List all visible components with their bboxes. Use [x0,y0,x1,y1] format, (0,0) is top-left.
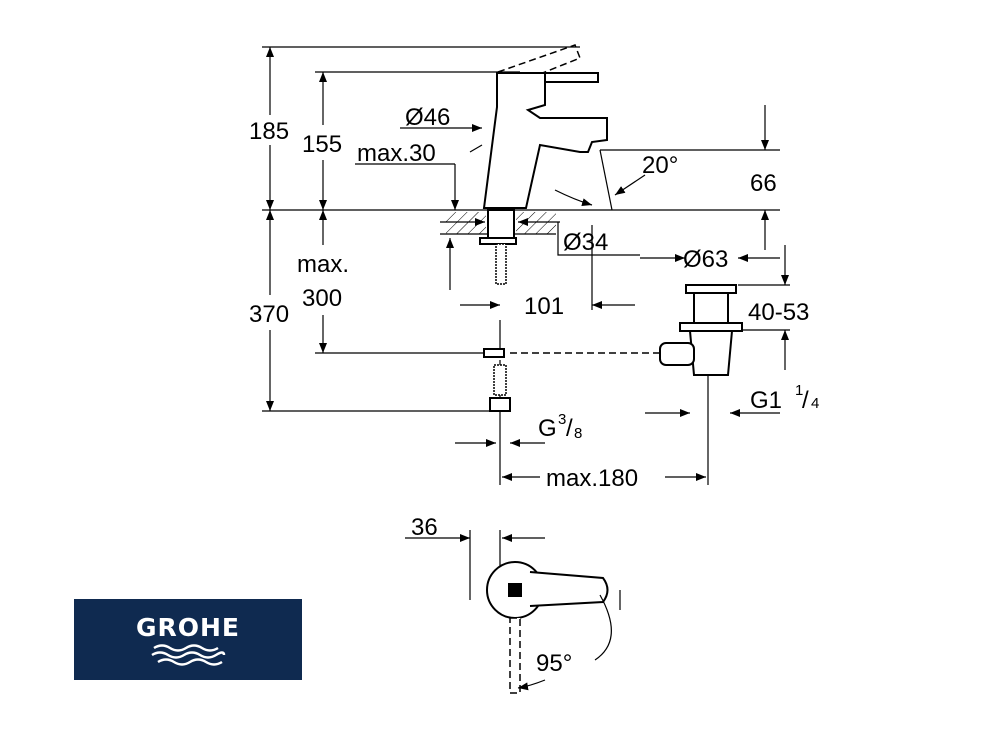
dim-d34: Ø34 [563,229,608,256]
g1-fraction-num: 1 [795,382,803,399]
dim-d46: Ø46 [405,104,450,131]
g-fraction-num: 3 [558,411,566,428]
dim-angle-20: 20° [642,152,678,179]
faucet-side-view [469,44,660,412]
dim-101: 101 [524,293,564,320]
dim-max30: max.30 [357,140,436,167]
fraction-slash: / [566,415,573,442]
pop-up-waste [659,284,743,376]
dim-g: G [538,415,557,442]
dim-66: 66 [750,170,777,197]
dim-max: max. [297,251,349,278]
dim-370: 370 [249,301,289,328]
waves-icon [151,644,226,666]
g1-fraction-den: 4 [811,395,819,412]
dim-max180: max.180 [546,465,638,492]
countertop-section [440,212,556,235]
dim-40-53: 40-53 [748,299,809,326]
dim-angle-95: 95° [536,650,572,677]
g-fraction-den: 8 [574,425,582,442]
dim-g1: G1 [750,387,782,414]
dim-d63: Ø63 [683,246,728,273]
faucet-top-view [405,530,621,694]
dimension-labels: 185 155 Ø46 max.30 Ø34 20° 66 Ø63 max. 3… [249,104,819,677]
fraction-slash: / [802,387,809,414]
dim-185: 185 [249,118,289,145]
logo-text: GROHE [135,613,241,642]
dim-36: 36 [411,514,438,541]
dim-155: 155 [302,131,342,158]
reference-lines [262,46,780,412]
grohe-logo: GROHE [74,599,302,680]
dim-300: 300 [302,285,342,312]
